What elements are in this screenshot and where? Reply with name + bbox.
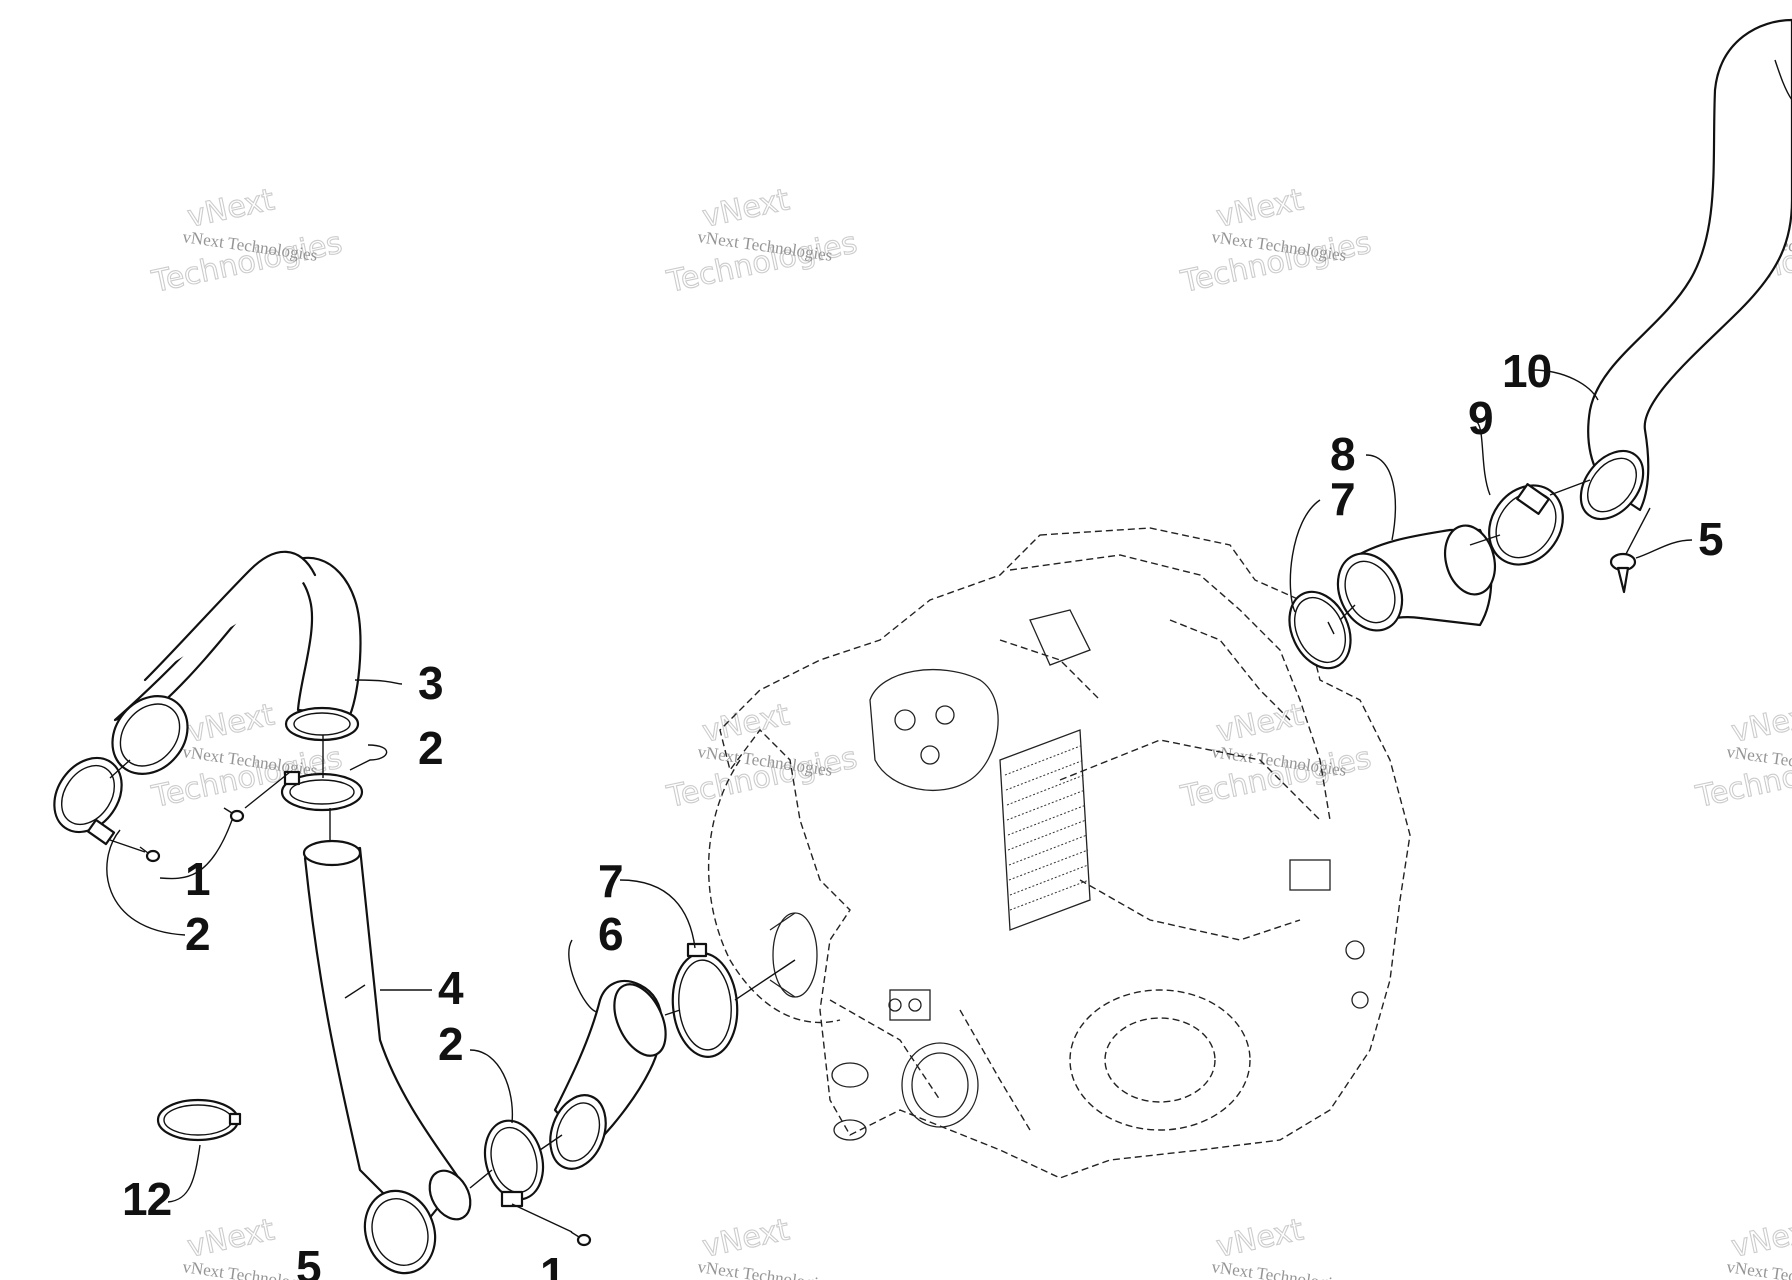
callout-1-left: 1 — [185, 853, 210, 905]
callout-10: 10 — [1502, 345, 1551, 397]
watermark-brand: vNext Technologies — [1725, 1257, 1792, 1280]
duct-part-10 — [1579, 18, 1792, 521]
watermark: vNext vNext Technologies — [696, 1212, 833, 1280]
watermark: vNext Technologies vNext Technologies — [663, 697, 861, 816]
leader-lines — [106, 369, 1693, 1203]
ring-clamp-part-7-lower — [671, 942, 739, 1058]
engine-outline — [707, 527, 1411, 1179]
callout-2-left: 2 — [185, 908, 210, 960]
callout-7-lower: 7 — [598, 855, 623, 907]
push-rivet-part-5-right — [1609, 552, 1637, 594]
callout-12: 12 — [122, 1173, 171, 1225]
callout-1-lower: 1 — [540, 1248, 565, 1280]
callout-8: 8 — [1330, 428, 1355, 480]
clamp-part-2-lower — [483, 1119, 545, 1208]
callout-2-lower: 2 — [438, 1018, 463, 1070]
watermark: vNext vNext Technologies — [1725, 1212, 1792, 1280]
clamp-part-9 — [1488, 483, 1564, 566]
assembly-lines — [109, 479, 1651, 1233]
watermark-brand: vNext Technologies — [1210, 1257, 1347, 1280]
watermark-word: vNext — [1213, 1212, 1306, 1265]
watermark: vNext Technologies vNext Technologies — [148, 182, 346, 301]
watermark-word: vNext — [184, 697, 277, 750]
tube-part-4 — [302, 839, 472, 1275]
clamp-part-2-upper — [280, 770, 364, 812]
callout-5-lower: 5 — [296, 1241, 321, 1280]
cylinder-fins — [1004, 744, 1090, 911]
callout-5-right: 5 — [1698, 513, 1723, 565]
callout-numbers: 10 9 8 7 5 3 2 1 2 4 2 6 7 12 5 1 — [122, 345, 1724, 1280]
watermark: vNext vNext Technologies — [1210, 1212, 1347, 1280]
watermark-word: vNext — [699, 697, 792, 750]
callout-2-upper: 2 — [418, 722, 443, 774]
watermark-word: vNext — [699, 182, 792, 235]
clamp-part-2-left — [53, 756, 123, 846]
watermark-word: vNext — [1728, 697, 1792, 750]
watermark: vNext Technologies vNext Technologies — [663, 182, 861, 301]
watermark: vNext Technologies vNext Technologies — [1177, 182, 1375, 301]
watermark-word: vNext — [184, 1212, 277, 1265]
callout-7-right: 7 — [1330, 473, 1355, 525]
coupler-part-8 — [1336, 524, 1496, 632]
watermark-word: vNext — [1213, 697, 1306, 750]
watermark-brand: vNext Technologies — [696, 1257, 833, 1280]
watermark: vNext Technologies vNext Technologies — [1177, 697, 1375, 816]
watermark-word: vNext — [1213, 182, 1306, 235]
tie-clamp-part-12 — [156, 1098, 242, 1142]
callout-9: 9 — [1468, 392, 1493, 444]
ring-clamp-part-7-right — [1288, 590, 1352, 670]
watermark-word: vNext — [184, 182, 277, 235]
adapter-part-6 — [549, 979, 667, 1170]
watermark: vNext Technologies vNext Technologies — [1692, 697, 1792, 816]
screw-part-1-a — [139, 846, 161, 863]
screw-part-1-c — [570, 1231, 592, 1247]
watermark-word: vNext — [699, 1212, 792, 1265]
callout-6: 6 — [598, 908, 623, 960]
callout-3: 3 — [418, 657, 443, 709]
watermark-word: vNext — [1728, 1212, 1792, 1265]
screw-part-1-b — [223, 807, 245, 823]
callout-4: 4 — [438, 962, 464, 1014]
